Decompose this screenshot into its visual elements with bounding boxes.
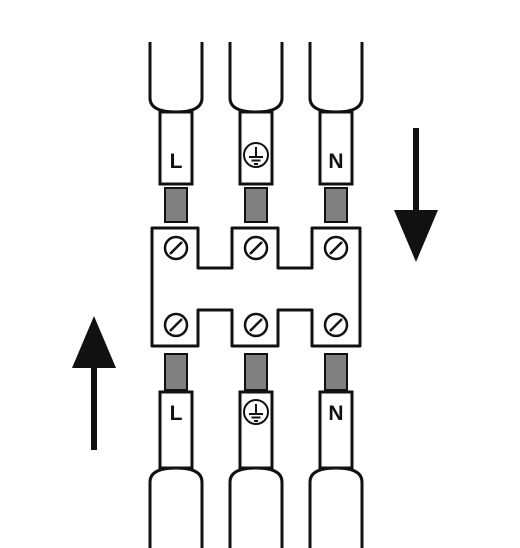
top-wire-earth — [228, 42, 284, 223]
earth-icon — [243, 142, 269, 168]
bottom-wire-n-insulation — [318, 390, 354, 470]
bottom-wire-l-label: L — [170, 402, 183, 425]
top-wire-n-sheath — [308, 42, 364, 114]
bottom-wire-earth-sheath — [228, 466, 284, 548]
terminal-block-body — [150, 226, 362, 348]
top-wire-l-label: L — [170, 150, 183, 173]
screw-icon — [323, 312, 349, 338]
top-wire-n: N — [308, 42, 364, 223]
top-wire-n-conductor — [324, 187, 348, 223]
bottom-wire-n-label: N — [328, 402, 343, 425]
bottom-wire-l: L — [148, 353, 204, 548]
top-wire-l: L — [148, 42, 204, 223]
top-wire-l-conductor — [164, 187, 188, 223]
earth-icon — [243, 399, 269, 425]
screw-icon — [323, 235, 349, 261]
bottom-wire-earth-conductor — [244, 353, 268, 391]
top-wire-l-sheath — [148, 42, 204, 114]
bottom-wire-earth — [228, 353, 284, 548]
top-wire-l-insulation — [158, 110, 194, 186]
arrow-down-icon — [394, 128, 438, 262]
bottom-wire-l-sheath — [148, 466, 204, 548]
top-wire-earth-sheath — [228, 42, 284, 114]
arrow-up-icon — [72, 316, 116, 450]
screw-icon — [243, 235, 269, 261]
screw-icon — [163, 235, 189, 261]
screw-icon — [163, 312, 189, 338]
screw-icon — [243, 312, 269, 338]
top-wire-earth-conductor — [244, 187, 268, 223]
bottom-wire-n-conductor — [324, 353, 348, 391]
bottom-wire-n-sheath — [308, 466, 364, 548]
bottom-cables: L N — [148, 353, 364, 548]
terminal-block — [150, 226, 362, 348]
top-wire-n-insulation — [318, 110, 354, 186]
bottom-wire-n: N — [308, 353, 364, 548]
bottom-wire-l-conductor — [164, 353, 188, 391]
top-wire-n-label: N — [328, 150, 343, 173]
top-cables: L N — [148, 42, 364, 223]
